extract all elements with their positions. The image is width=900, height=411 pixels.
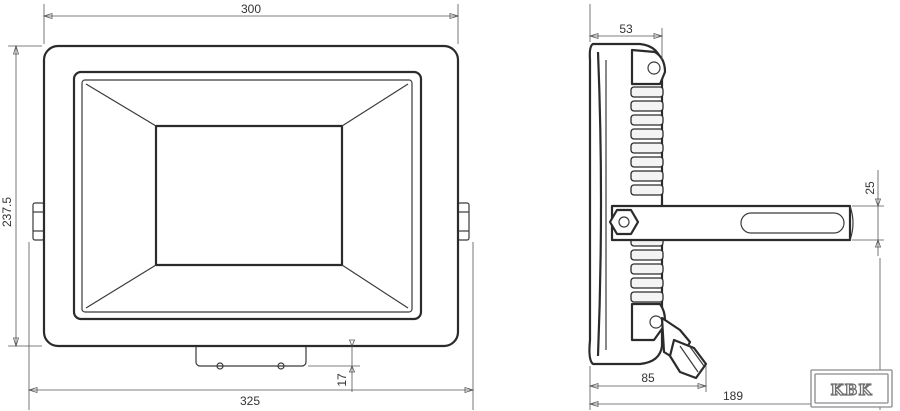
front-left-knob	[32, 202, 45, 241]
dim-label-189: 189	[723, 389, 743, 403]
dim-label-85: 85	[641, 371, 655, 385]
side-hex-nut	[608, 208, 640, 236]
dim-label-25: 25	[863, 181, 877, 195]
side-view: 53 25 85 189	[588, 4, 884, 410]
logo-text: KBK	[831, 381, 873, 399]
front-bevel-line-tl	[85, 83, 157, 127]
front-bottom-clip	[195, 343, 307, 367]
kbk-logo: KBK	[810, 369, 893, 408]
dim-label-325: 325	[240, 394, 260, 408]
front-bottom-screw-left	[216, 362, 224, 370]
front-bevel-line-tr	[341, 83, 409, 127]
front-glass-frame	[72, 70, 423, 321]
front-bottom-screw-right	[277, 362, 285, 370]
side-bottom-ear	[630, 302, 666, 342]
side-cable-gland	[660, 316, 708, 380]
side-front-face	[596, 51, 603, 357]
front-view: 300 237.5 325 17	[0, 2, 475, 410]
dim-label-237-5: 237.5	[0, 197, 14, 227]
dim-label-17: 17	[335, 373, 349, 387]
dim-label-300: 300	[241, 2, 261, 16]
front-glass	[81, 79, 413, 313]
front-bevel-line-br	[341, 264, 409, 309]
side-bracket-slot	[740, 212, 845, 234]
front-led-panel	[154, 124, 344, 267]
front-right-knob	[457, 202, 470, 241]
dim-label-53: 53	[619, 22, 633, 36]
front-bevel-line-bl	[85, 264, 157, 309]
side-heatsink-fins	[630, 86, 664, 303]
side-bracket-arm	[610, 204, 852, 242]
